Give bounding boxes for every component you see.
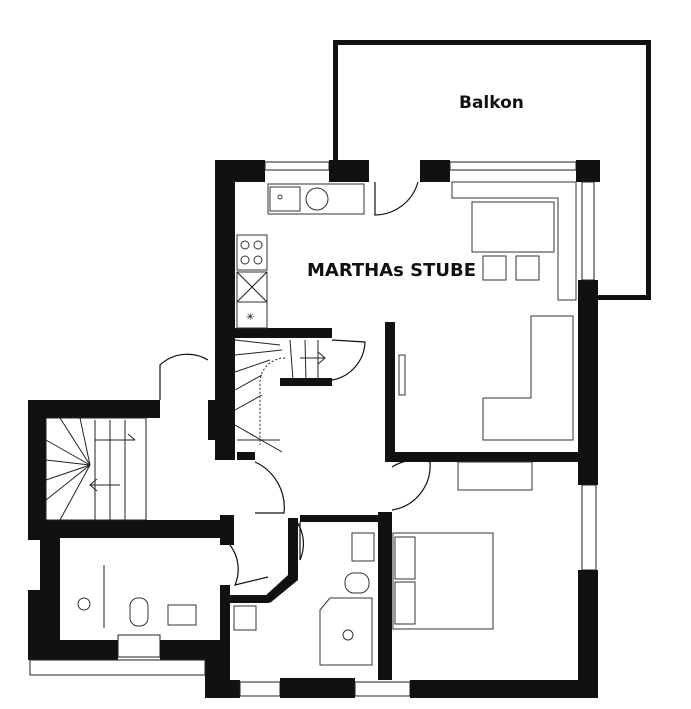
bathroom (233, 532, 375, 666)
dining-table (471, 201, 555, 253)
shower-icon (77, 597, 91, 611)
toilet-icon (129, 597, 149, 627)
door-stair-room (159, 353, 209, 400)
desk (457, 461, 533, 491)
interior-walls (208, 322, 578, 685)
chair (515, 255, 540, 281)
door-bath (296, 521, 305, 561)
toilet-icon (344, 572, 370, 594)
door-stair (331, 339, 366, 381)
door-bedroom (391, 459, 431, 511)
wc-lower (77, 565, 197, 628)
door-entry (254, 461, 285, 514)
pillow (394, 536, 416, 580)
living-furniture (398, 181, 577, 441)
chair (482, 255, 507, 281)
bedroom (392, 461, 533, 630)
balcony-label: Balkon (459, 93, 524, 113)
stove-icon (236, 234, 268, 271)
sofa (482, 315, 574, 441)
balcony-outline (333, 40, 651, 300)
basin-icon (167, 604, 197, 626)
dining-round-table (305, 187, 329, 211)
pillow (394, 581, 416, 625)
exterior-walls (28, 160, 600, 698)
door-balcony (374, 181, 419, 216)
kitchen: ✳ (236, 183, 365, 329)
tv (398, 354, 406, 396)
fan-icon: ✳ (246, 312, 254, 323)
basin-icon (351, 532, 375, 562)
staircase-lower (45, 417, 147, 521)
bench (451, 181, 577, 301)
doors (159, 181, 431, 586)
staircase-upper (234, 339, 326, 453)
sink-icon (269, 186, 301, 212)
door-wc (229, 544, 269, 586)
shower-icon (342, 629, 354, 641)
basin-icon (233, 605, 257, 631)
living-room-label: MARTHAs STUBE (307, 260, 476, 281)
